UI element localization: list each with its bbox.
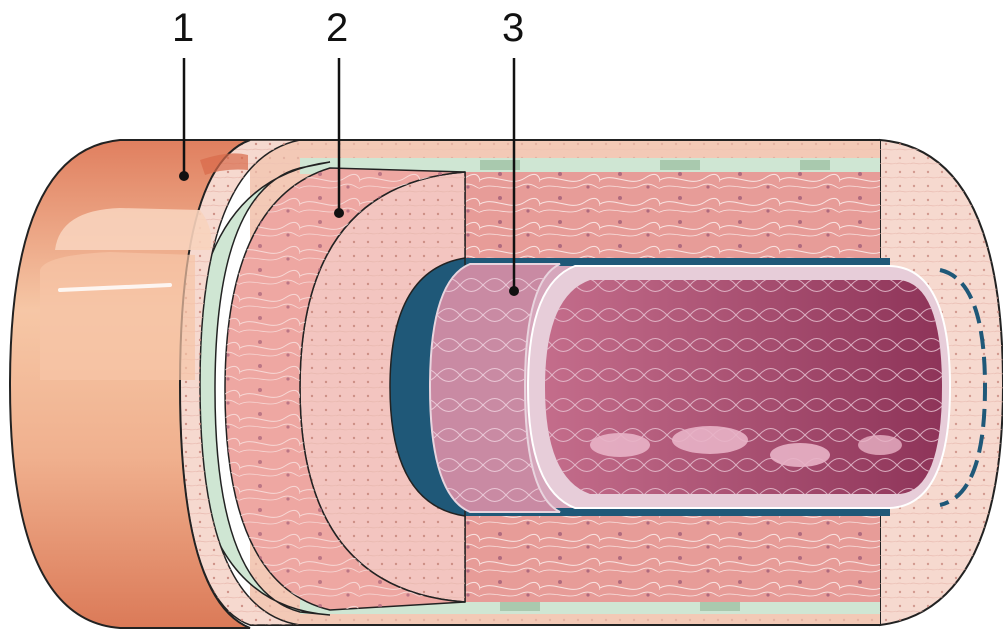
label-layer-1: 1 [172, 8, 194, 48]
leader-dot-2 [334, 208, 344, 218]
label-layer-3: 3 [502, 8, 524, 48]
leader-dot-1 [179, 171, 189, 181]
label-layer-2: 2 [326, 8, 348, 48]
leader-dot-3 [509, 286, 519, 296]
lumen [528, 266, 985, 508]
